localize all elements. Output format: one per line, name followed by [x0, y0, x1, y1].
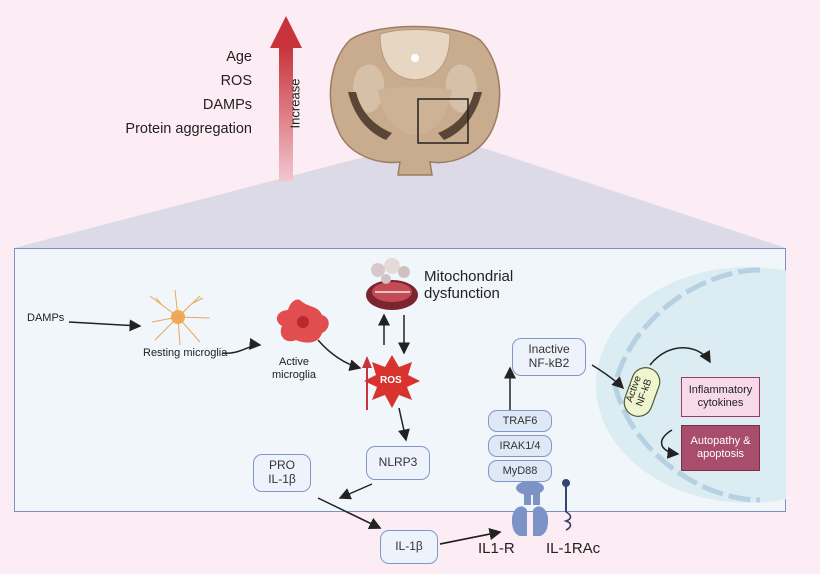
risk-factor-protein-aggregation: Protein aggregation [125, 121, 252, 137]
increase-arrow-head [270, 16, 302, 48]
inflammatory-cytokines-box: Inflammatory cytokines [681, 377, 760, 417]
ros-label: ROS [380, 375, 402, 386]
il1rac-label: IL-1RAc [546, 540, 601, 557]
il1r-label: IL1-R [478, 540, 515, 557]
mitochondrial-dysfunction-label: Mitochondrial dysfunction [424, 268, 514, 303]
il1b-node: IL-1β [380, 530, 438, 564]
myd88-node: MyD88 [488, 460, 552, 482]
autopathy-apoptosis-box: Autopathy & apoptosis [681, 425, 760, 471]
nlrp3-node: NLRP3 [366, 446, 430, 480]
resting-microglia-label: Resting microglia [143, 347, 228, 359]
active-microglia-label: Active microglia [272, 356, 317, 382]
zoom-projection [14, 143, 786, 248]
traf6-node: TRAF6 [488, 410, 552, 432]
irak14-node: IRAK1/4 [488, 435, 552, 457]
brain-slice-illustration [329, 25, 501, 176]
zoom-box [417, 98, 469, 144]
risk-factor-ros: ROS [220, 73, 252, 89]
damps-input-label: DAMPs [27, 312, 65, 324]
inactive-nfkb2-node: Inactive NF-kB2 [512, 338, 586, 376]
risk-factor-damps: DAMPs [202, 97, 252, 113]
increase-arrow-shaft [279, 46, 293, 181]
pro-il1b-node: PRO IL-1β [253, 454, 311, 492]
risk-factor-age: Age [226, 49, 252, 65]
increase-label: Increase [287, 78, 303, 129]
